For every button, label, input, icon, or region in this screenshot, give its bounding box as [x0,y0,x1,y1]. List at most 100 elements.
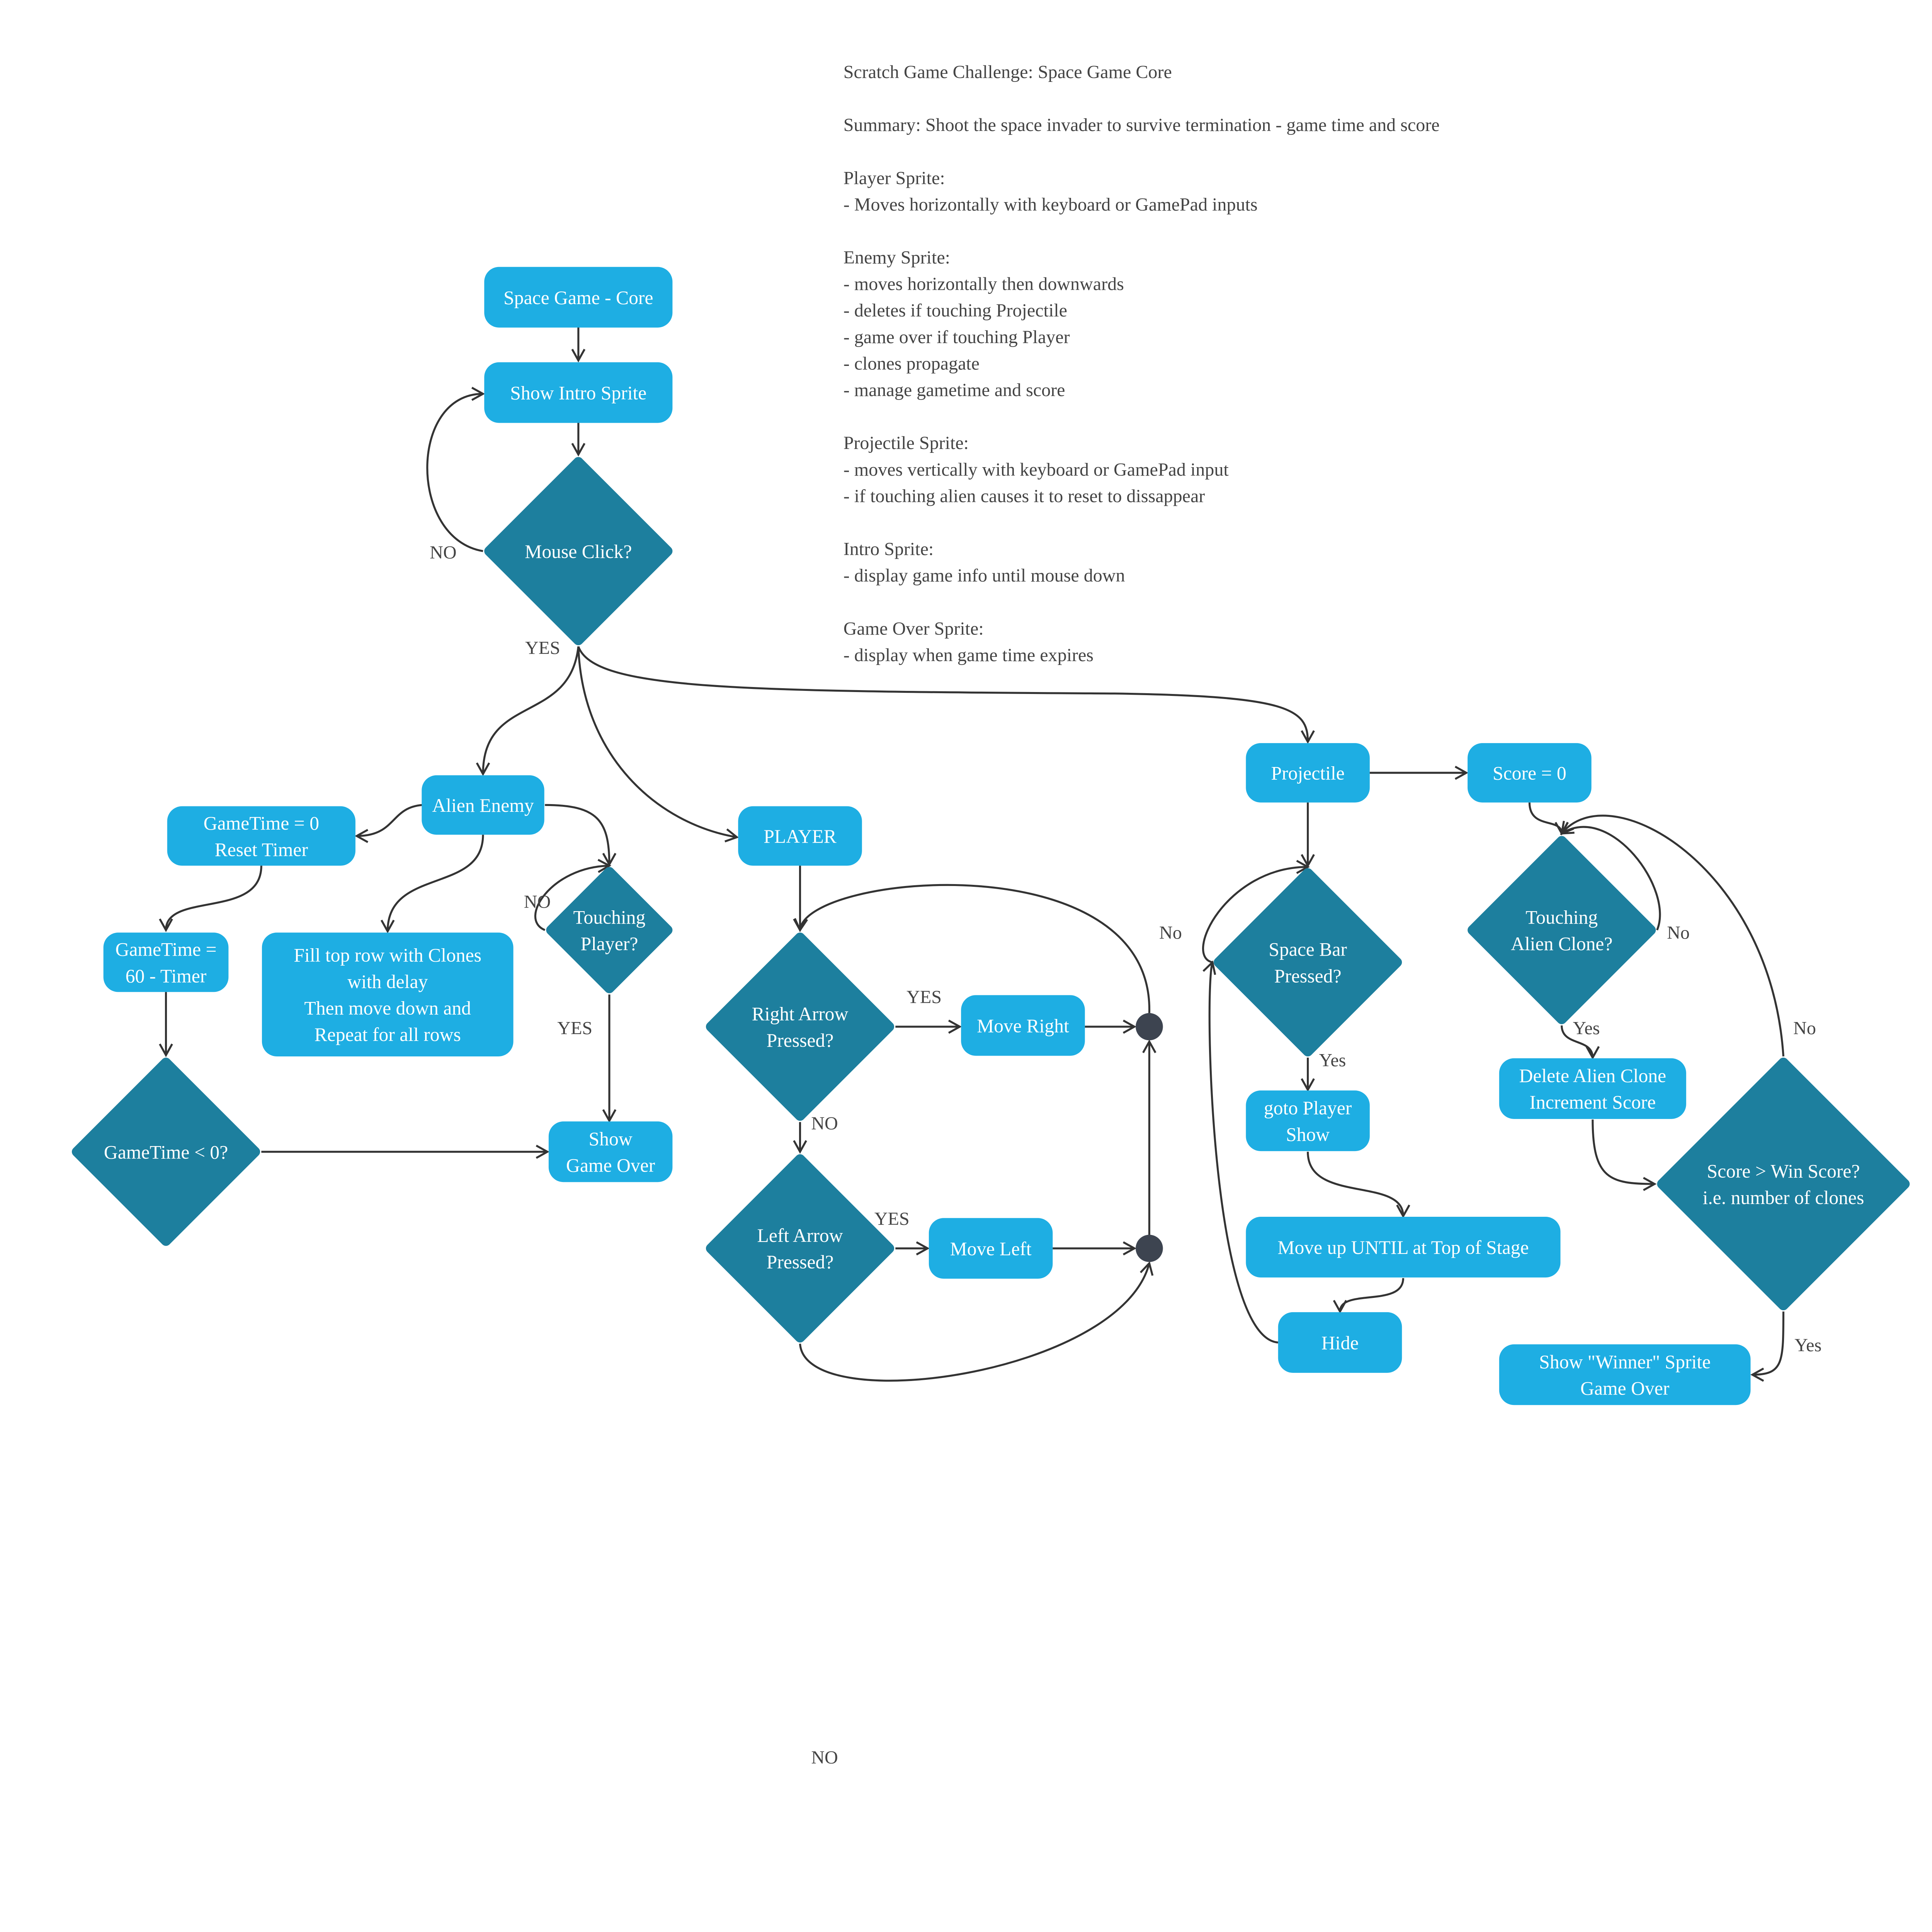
node-label-line: GameTime = 0 [204,813,319,834]
node-gt0[interactable]: GameTime = 0 Reset Timer [167,806,355,866]
node-label-line: goto Player [1264,1097,1352,1119]
node-label-line: Touching [573,906,646,928]
process-box [1468,743,1592,803]
edge-alien-gt0 [354,804,423,843]
node-move-left[interactable]: Move Left [929,1218,1053,1279]
edge-goto-moveup [1307,1151,1410,1218]
node-label-line: Touching [1526,906,1598,928]
node-label: Projectile [1271,763,1344,784]
node-start[interactable]: Space Game - Core [484,267,673,328]
label-touch-yes: YES [557,1018,592,1038]
node-move-up[interactable]: Move up UNTIL at Top of Stage [1246,1217,1561,1278]
branch-labels: NO YES NO YES YES NO YES No Yes No Yes N… [430,543,1821,1768]
edge-mouse-no-loop [426,387,485,552]
notes-line: Scratch Game Challenge: Space Game Core [844,62,1172,82]
process-box [548,1121,673,1182]
node-label-line: Space Bar [1269,939,1347,960]
node-win[interactable]: Score > Win Score?i.e. number of clones [1657,1058,1910,1311]
label-win-yes: Yes [1794,1335,1821,1355]
node-label-line: Repeat for all rows [315,1024,461,1045]
node-label-line: Fill top row with Clones [294,944,481,966]
edge-alien-fill [380,835,484,934]
node-label-line: Space Game - Core [503,287,653,308]
process-box [1278,1312,1402,1373]
edge-delete-win [1592,1119,1657,1191]
node-score0[interactable]: Score = 0 [1468,743,1592,803]
node-player[interactable]: PLAYER [738,806,862,866]
node-move-right[interactable]: Move Right [961,995,1085,1056]
edge-alien-touch [545,804,617,867]
node-label-line: Increment Score [1529,1092,1656,1113]
node-label-line: Pressed? [1274,965,1342,986]
edge-touchalien-no-loop [1560,821,1661,931]
node-label: Hide [1321,1332,1359,1354]
node-label-line: Alien Enemy [432,795,534,816]
node-projectile[interactable]: Projectile [1246,743,1370,803]
node-label: Move up UNTIL at Top of Stage [1277,1237,1529,1258]
node-label-line: Show [1286,1124,1330,1145]
decision-diamond [71,1058,260,1246]
label-left-yes: YES [874,1209,910,1229]
node-label-line: Move Left [950,1238,1032,1259]
edge-hide-space [1202,960,1278,1344]
edge-win-winner [1750,1311,1784,1382]
node-hide[interactable]: Hide [1278,1312,1402,1373]
edge-space-no-loop [1202,860,1310,963]
notes-line: - game over if touching Player [844,327,1070,347]
process-box [484,267,673,328]
notes-line: - display when game time expires [844,645,1094,665]
decision-diamond [546,867,673,993]
node-label-line: Reset Timer [215,839,308,860]
node-label: Score = 0 [1493,763,1566,784]
decision-diamond [1468,836,1656,1024]
decision-diamond [706,1154,895,1343]
node-label-line: Hide [1321,1332,1359,1354]
edge-win-no-loop [1560,815,1784,1057]
label-alien-no: No [1667,922,1690,943]
node-gt60[interactable]: GameTime =60 - Timer [103,932,229,992]
node-mouse[interactable]: Mouse Click? [484,457,673,645]
node-label: GameTime =60 - Timer [115,939,216,987]
node-label: GameTime = 0 Reset Timer [204,813,319,861]
notes-line: - display game info until mouse down [844,565,1125,586]
node-intro[interactable]: Show Intro Sprite [484,362,673,423]
node-gtlt0[interactable]: GameTime < 0? [71,1058,260,1246]
node-label-line: Pressed? [767,1030,834,1051]
edge-touchalien-delete [1561,1025,1600,1060]
process-box [1499,1344,1751,1405]
edge-gt0-gt60 [159,866,262,932]
node-label-line: Game Over [1580,1378,1670,1399]
node-label-line: Move Right [977,1015,1069,1036]
notes-line: Projectile Sprite: [844,433,969,453]
node-alien[interactable]: Alien Enemy [422,775,544,835]
edge-touch-no-loop [534,859,612,931]
process-box [1246,743,1370,803]
edge-score-touchalien [1528,802,1569,836]
label-right-no: NO [811,1113,838,1134]
notes-line: - manage gametime and score [844,380,1065,400]
decision-diamond [484,457,673,645]
process-box [929,1218,1053,1279]
node-label: Move Right [977,1015,1069,1036]
node-label-line: GameTime = [115,939,216,960]
node-label: PLAYER [764,826,837,847]
notes-line: Intro Sprite: [844,539,934,560]
node-label-line: Left Arrow [757,1225,843,1246]
